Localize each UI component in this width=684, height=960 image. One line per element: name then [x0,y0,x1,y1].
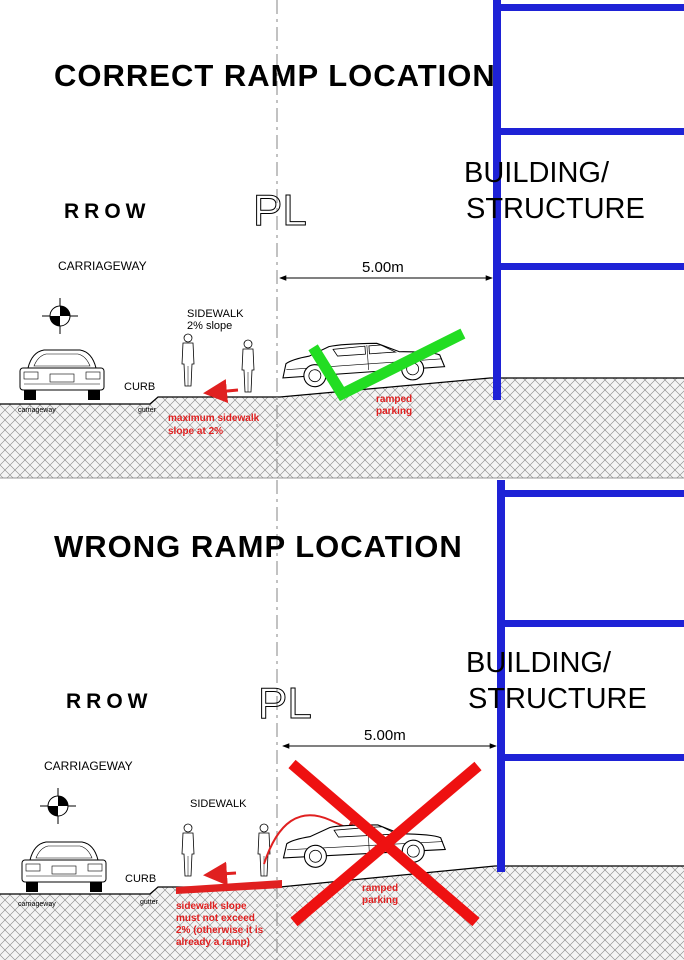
panel-correct: CORRECT RAMP LOCATION RROW PL BUILDING/ … [0,0,684,479]
survey-target-icon [41,297,79,335]
sidewalk-label: SIDEWALK [187,308,244,320]
car-rear-icon [19,349,105,401]
building-label-line1: BUILDING/ [466,647,612,679]
building-frame [493,0,684,400]
building-label-line2: STRUCTURE [466,193,645,225]
pedestrian-icon [181,823,195,877]
survey-target-icon [39,787,77,825]
sidewalk-label: SIDEWALK [190,798,247,810]
slope-arrow [203,861,237,886]
dimension-label: 5.00m [364,727,406,744]
dimension-label: 5.00m [362,259,404,276]
rrow-label: RROW [64,200,151,223]
cross-mark-icon [288,759,482,927]
gutter-label: gutter [140,899,159,906]
slope-note-line4: already a ramp) [176,937,250,948]
slope-note-line2: must not exceed [176,913,255,924]
ramp-label-line1: ramped [362,883,398,894]
pl-label: PL [253,186,307,235]
ground-section [0,378,684,478]
building-label-line2: STRUCTURE [468,683,647,715]
slope-label: 2% slope [187,320,232,332]
rrow-label: RROW [66,690,153,713]
gutter-label: gutter [138,407,157,414]
ground-section [0,866,684,960]
building-frame [497,480,684,872]
slope-note-line3: 2% (otherwise it is [176,925,264,936]
slope-arrow [203,379,239,403]
building-label-line1: BUILDING/ [464,157,610,189]
slope-note-line1: sidewalk slope [176,901,247,912]
ramp-label-line2: parking [362,895,398,906]
ramp-arrow [263,814,362,865]
carriageway-label: CARRIAGEWAY [58,259,147,273]
panel-wrong: WRONG RAMP LOCATION RROW PL BUILDING/ ST… [0,480,684,960]
carriageway-small-label: carriageway [18,901,56,908]
car-rear-icon [21,841,107,893]
pedestrian-icon [257,823,271,877]
pedestrian-icon [241,339,255,393]
pl-label: PL [258,679,312,728]
slope-note-line2: slope at 2% [168,426,223,437]
ramp-label-line2: parking [376,406,412,417]
check-mark-icon [308,328,466,402]
panel-title: WRONG RAMP LOCATION [54,529,463,564]
curb-label: CURB [124,381,155,393]
ramp-label-line1: ramped [376,394,412,405]
slope-note-line1: maximum sidewalk [168,413,260,424]
carriageway-small-label: carriageway [18,407,56,414]
curb-label: CURB [125,873,156,885]
pedestrian-icon [181,333,195,387]
panel-title: CORRECT RAMP LOCATION [54,58,496,93]
carriageway-label: CARRIAGEWAY [44,759,133,773]
bad-sidewalk-slope [176,880,282,894]
